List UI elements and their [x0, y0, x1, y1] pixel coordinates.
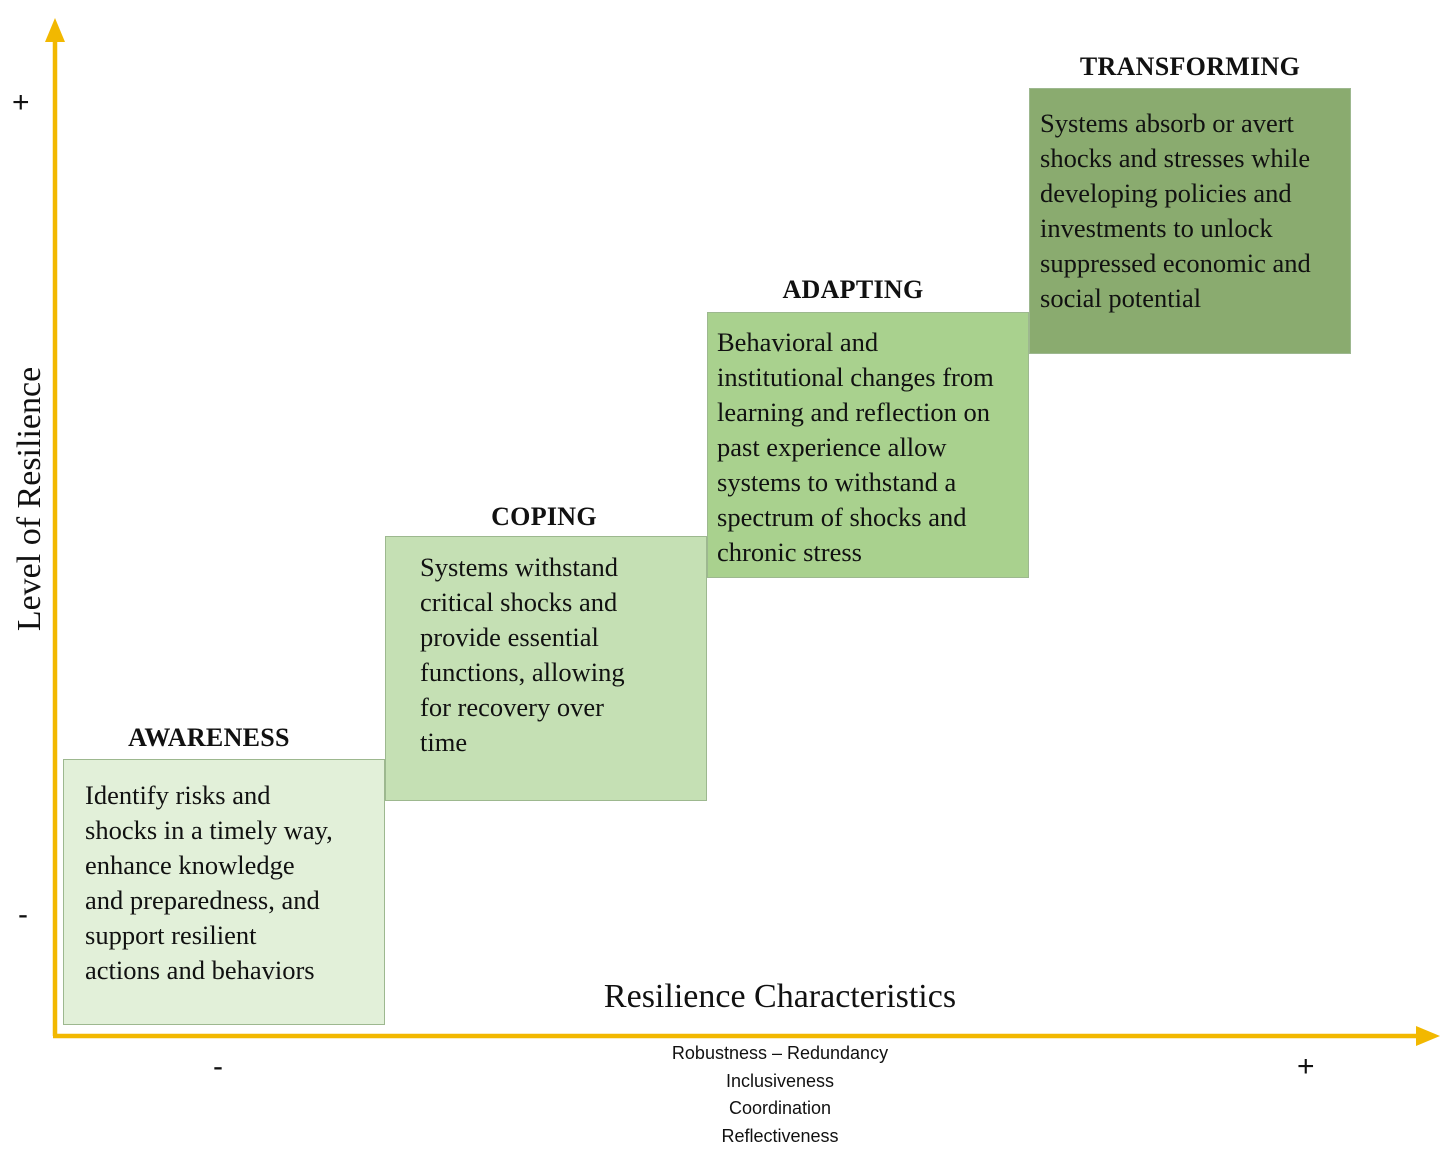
stage-text-line: Systems withstand [420, 552, 619, 582]
stage-text-line: critical shocks and [420, 587, 618, 617]
stage-box-coping: Systems withstand critical shocks and pr… [385, 536, 707, 801]
stage-text-line: past experience allow [717, 432, 947, 462]
stage-text-line: actions and behaviors [85, 955, 315, 985]
stage-text-line: spectrum of shocks and [717, 502, 967, 532]
characteristic-item: Coordination [728, 1098, 832, 1118]
x-axis-minus-sign: - [213, 1050, 223, 1083]
stage-box-adapting: Behavioral and institutional changes fro… [707, 312, 1029, 578]
characteristics-list: Robustness – Redundancy Inclusiveness Co… [620, 1040, 940, 1150]
characteristic-item: Reflectiveness [721, 1125, 839, 1146]
stage-text-line: shocks and stresses while [1040, 143, 1311, 173]
y-axis-plus-sign: + [12, 86, 30, 119]
stage-text-line: investments to unlock [1040, 213, 1273, 243]
x-axis-plus-sign: + [1297, 1050, 1315, 1083]
stage-title-transforming: TRANSFORMING [1079, 52, 1301, 81]
stage-text-line: institutional changes from [717, 362, 994, 392]
stage-box-transforming: Systems absorb or avert shocks and stres… [1029, 88, 1351, 354]
stage-text-line: suppressed economic and [1040, 248, 1311, 278]
stage-text-line: for recovery over [420, 692, 604, 722]
stage-text-line: functions, allowing [420, 657, 625, 687]
stage-box-awareness: Identify risks and shocks in a timely wa… [63, 759, 385, 1025]
y-axis-label: Level of Resilience [11, 366, 48, 632]
stage-text-line: learning and reflection on [717, 397, 990, 427]
stage-text-line: provide essential [420, 622, 599, 652]
y-axis-arrowhead [45, 18, 65, 42]
stage-text-line: time [420, 727, 468, 757]
stage-title-adapting: ADAPTING [782, 275, 924, 304]
characteristic-item: Inclusiveness [725, 1070, 835, 1091]
stage-title-awareness: AWARENESS [128, 723, 290, 752]
stage-text-line: Identify risks and [85, 780, 271, 810]
characteristic-item: Robustness – Redundancy [671, 1043, 889, 1063]
y-axis-minus-sign: - [18, 898, 28, 931]
stage-title-coping: COPING [491, 502, 597, 531]
stage-text-line: systems to withstand a [717, 467, 957, 497]
stage-text-line: enhance knowledge [85, 850, 295, 880]
stage-text-line: and preparedness, and [85, 885, 320, 915]
stage-text-line: social potential [1040, 283, 1202, 313]
stage-text-line: shocks in a timely way, [85, 815, 333, 845]
stage-text-line: Behavioral and [717, 327, 879, 357]
x-axis-arrowhead [1416, 1026, 1440, 1046]
stage-text-line: Systems absorb or avert [1040, 108, 1294, 138]
stage-text-line: chronic stress [717, 537, 862, 567]
stage-text-line: support resilient [85, 920, 257, 950]
stage-text-line: developing policies and [1040, 178, 1292, 208]
x-axis-label: Resilience Characteristics [603, 978, 957, 1015]
